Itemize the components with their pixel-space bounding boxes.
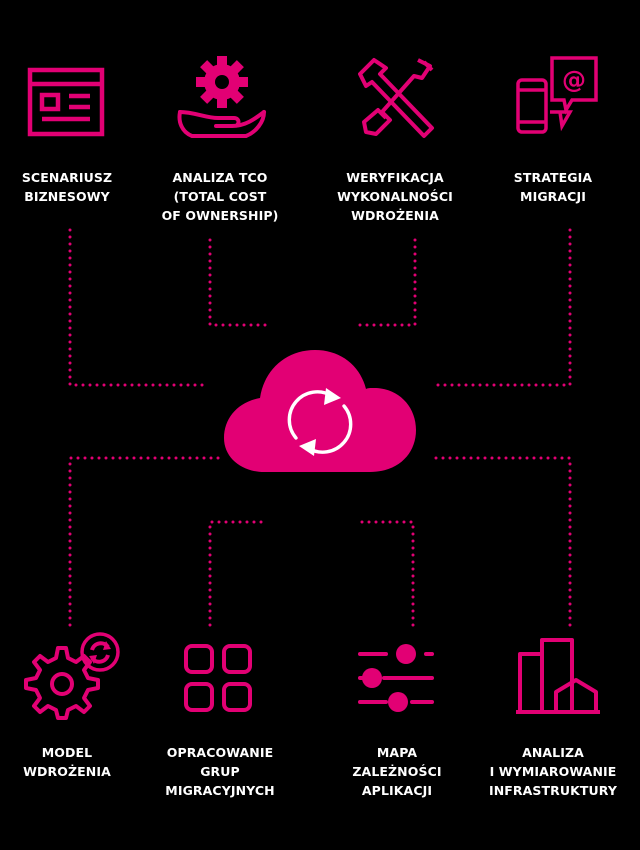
connector-bottom-1 xyxy=(68,456,222,627)
buildings-icon xyxy=(516,638,600,714)
grid-squares-icon xyxy=(184,644,252,712)
hammer-screwdriver-icon xyxy=(358,58,434,138)
connector-bottom-2 xyxy=(208,520,270,627)
connector-bottom-3 xyxy=(353,520,415,627)
sliders-icon xyxy=(358,644,434,712)
connector-top-1 xyxy=(68,228,210,387)
connector-top-4 xyxy=(430,228,572,387)
newspaper-icon xyxy=(27,67,105,137)
gear-sync-icon xyxy=(24,632,120,720)
cloud-sync-icon xyxy=(224,350,416,472)
connector-top-2 xyxy=(208,238,270,327)
connector-bottom-4 xyxy=(430,456,572,627)
hand-gear-icon xyxy=(177,56,266,138)
phone-message-icon: @ xyxy=(516,56,598,134)
svg-text:@: @ xyxy=(562,66,586,94)
connector-top-3 xyxy=(353,238,417,327)
